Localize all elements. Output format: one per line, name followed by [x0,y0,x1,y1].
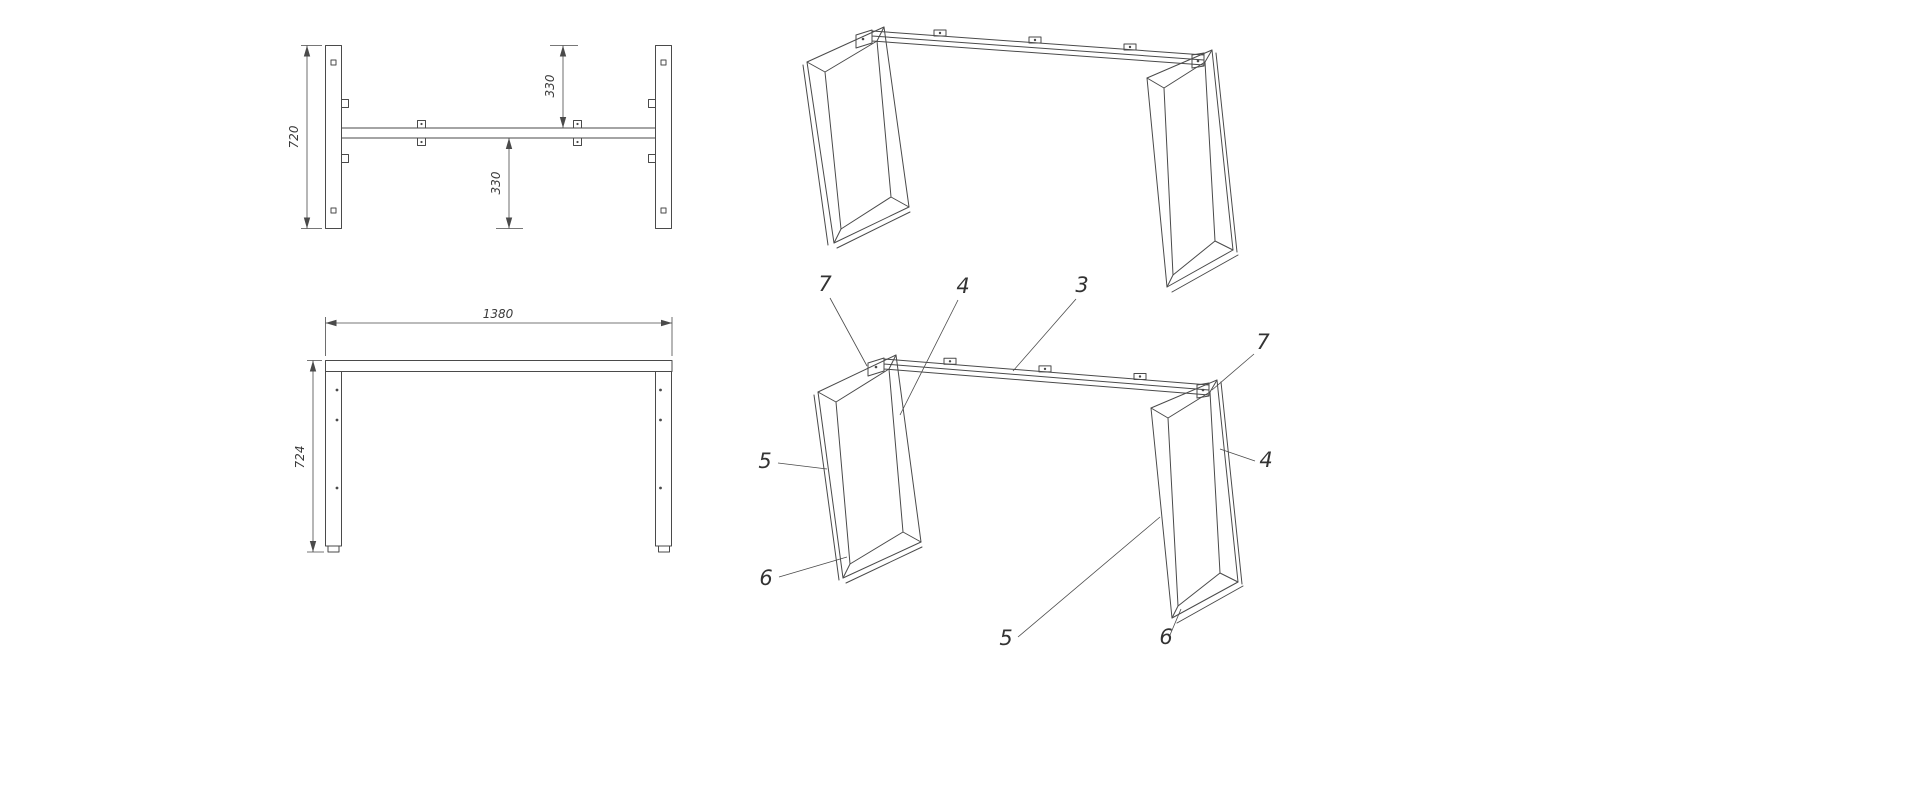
callout-view-geometry [813,354,1244,624]
top-view: 720 330 330 [287,45,672,229]
iso-view [802,26,1239,293]
callout-5-left-upright: 5 [758,449,771,473]
callout-4-right-panel: 4 [1259,448,1272,472]
callout-7-bracket-right: 7 [1256,330,1270,354]
leader-line [1169,608,1182,636]
dim-330-lower-label: 330 [489,171,503,194]
dim-720-label: 720 [287,125,301,148]
leader-line [1211,353,1255,391]
callout-7-bracket-left: 7 [818,272,832,296]
dim-330-upper-label: 330 [543,74,557,97]
leader-line [778,556,848,578]
leader-line [777,462,828,470]
front-view-geometry [325,360,673,553]
top-view-geometry [325,45,672,229]
front-view: 1380 724 [293,307,673,553]
leader-line [899,299,959,416]
leader-line [1017,516,1161,638]
dim-724: 724 [293,360,324,553]
callout-4-left-panel: 4 [956,274,969,298]
callout-5-right-upright: 5 [999,626,1012,650]
leader-line [1219,448,1256,462]
callouts: 7 4 3 7 5 4 6 5 6 [758,272,1272,650]
callout-3-beam: 3 [1075,273,1088,297]
dim-330-lower: 330 [489,138,523,229]
dim-1380: 1380 [325,307,673,356]
dim-330-upper: 330 [543,45,578,128]
callout-6-right-foot: 6 [1159,625,1172,649]
callout-view: 7 4 3 7 5 4 6 5 6 [758,272,1272,650]
dim-720: 720 [287,45,322,229]
callout-6-left-foot: 6 [759,566,772,590]
leader-line [829,297,868,367]
dim-1380-label: 1380 [483,307,514,321]
dim-724-label: 724 [293,446,307,469]
leader-line [1012,298,1077,372]
